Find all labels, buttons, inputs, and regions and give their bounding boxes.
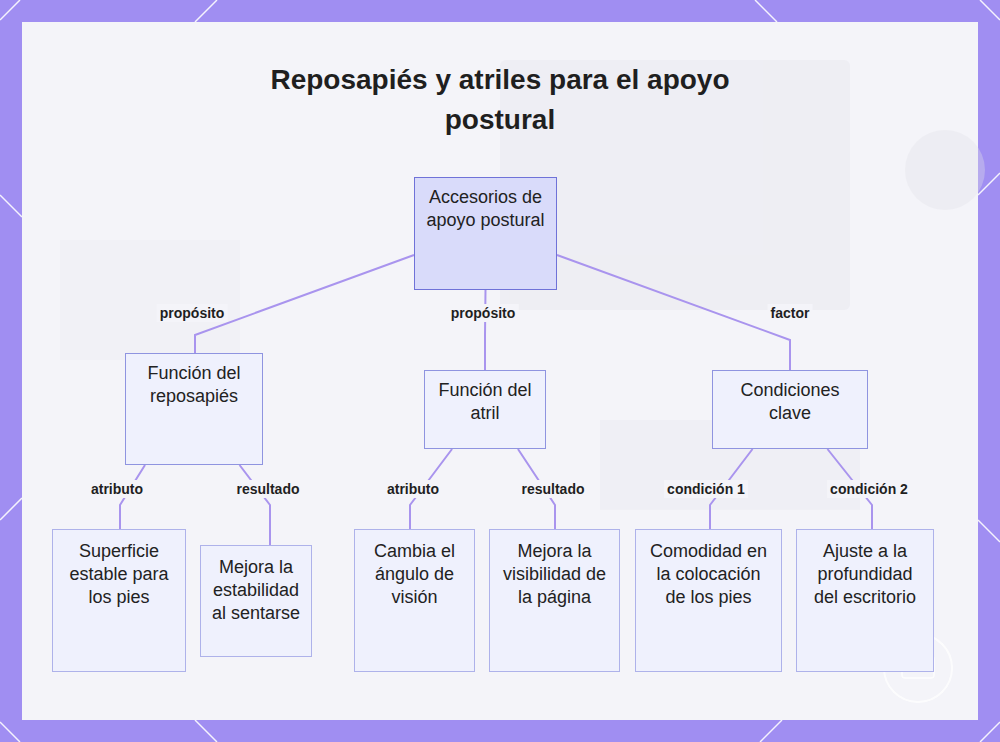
edge-label: condición 1 [664,480,748,498]
detail-box: Mejora la estabilidad al sentarse [200,545,312,657]
detail-box: Comodidad en la colocación de los pies [635,529,782,672]
edge-label: factor [768,304,813,322]
root-box: Accesorios de apoyo postural [414,177,557,290]
detail-box: Mejora la visibilidad de la página [489,529,620,672]
node-text: Función del reposapiés [136,362,252,408]
node-text: Ajuste a la profundidad del escritorio [807,540,923,609]
edge-label: resultado [233,480,302,498]
edge-label: propósito [448,304,519,322]
detail-box: Superficie estable para los pies [52,529,186,672]
detail-box: Ajuste a la profundidad del escritorio [796,529,934,672]
category-box: Función del atril [424,370,546,449]
edge-label: condición 2 [827,480,911,498]
diagram-title: Reposapiés y atriles para el apoyo postu… [215,60,785,140]
edge-label: atributo [384,480,442,498]
category-box: Condiciones clave [712,370,868,449]
node-text: Función del atril [435,379,535,425]
node-text: Comodidad en la colocación de los pies [646,540,771,609]
node-text: Cambia el ángulo de visión [365,540,464,609]
connector [557,255,790,370]
connector [240,465,270,545]
category-box: Función del reposapiés [125,353,263,465]
node-text: Superficie estable para los pies [63,540,175,609]
node-text: Mejora la visibilidad de la página [500,540,609,609]
blurred-photo [60,60,985,510]
node-text: Condiciones clave [723,379,857,425]
edge-label: resultado [518,480,587,498]
node-text: Mejora la estabilidad al sentarse [211,556,301,625]
connector [195,255,414,353]
edge-label: atributo [88,480,146,498]
edge-label: propósito [157,304,228,322]
detail-box: Cambia el ángulo de visión [354,529,475,672]
panel [22,22,978,720]
connector [484,290,487,370]
node-text: Accesorios de apoyo postural [425,186,546,232]
